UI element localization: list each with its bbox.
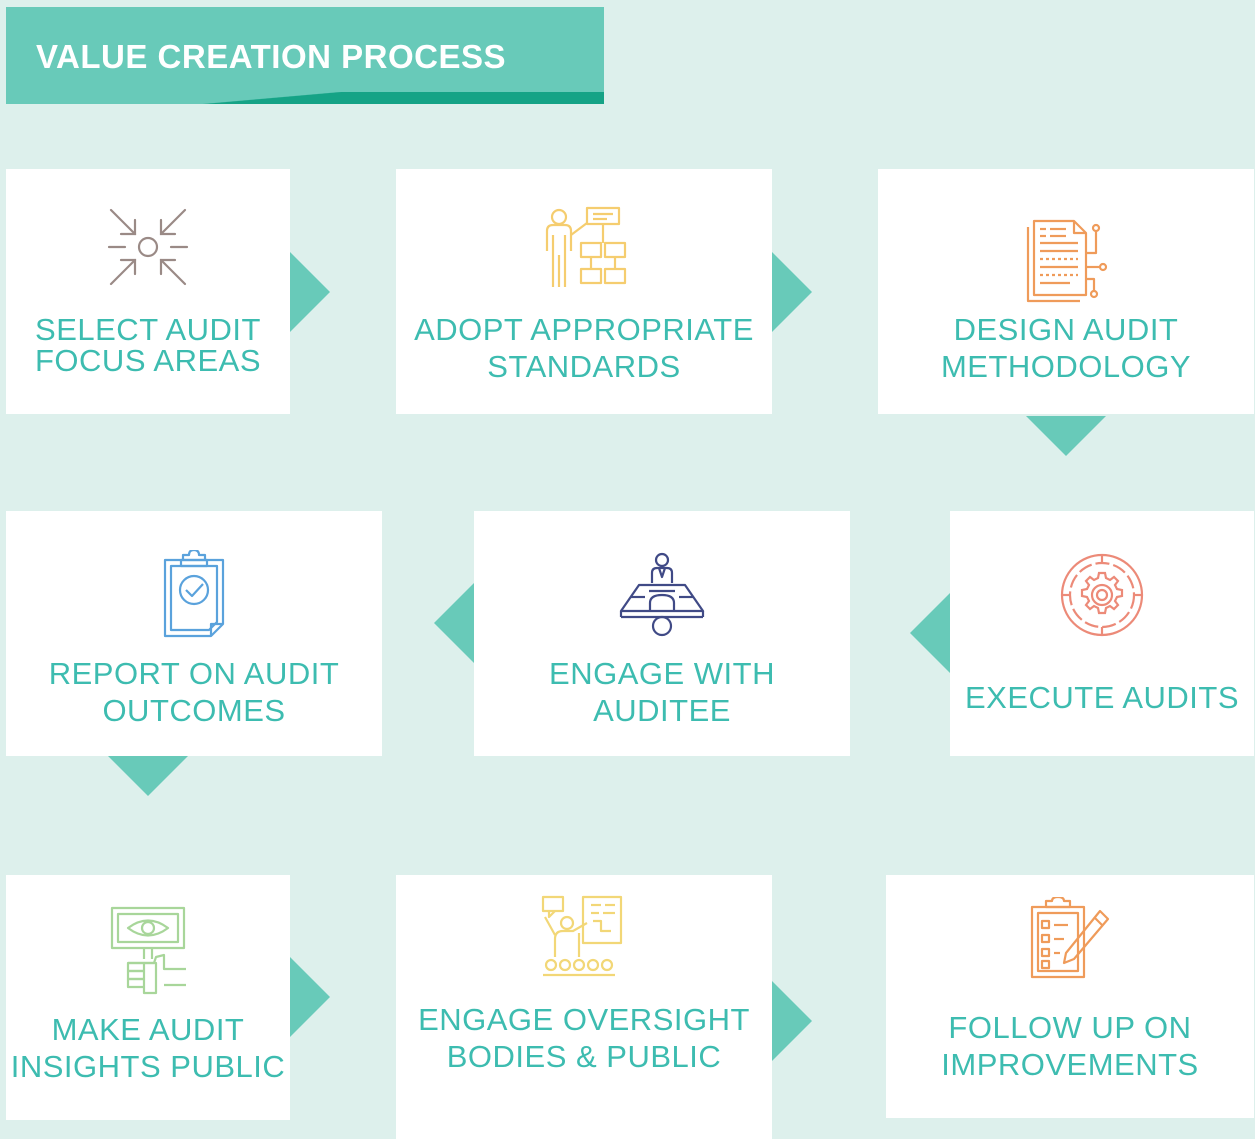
step-label-line: ADOPT APPROPRIATE bbox=[414, 312, 754, 347]
step-label: MAKE AUDIT INSIGHTS PUBLIC bbox=[6, 1011, 290, 1085]
step-label: SELECT AUDIT FOCUS AREAS bbox=[6, 311, 290, 379]
step-label: FOLLOW UP ON IMPROVEMENTS bbox=[886, 1009, 1254, 1083]
step-label-line: MAKE AUDIT bbox=[51, 1012, 245, 1047]
step-label-line: OUTCOMES bbox=[102, 693, 286, 728]
step-label-line: FOLLOW UP ON bbox=[948, 1010, 1192, 1045]
step-label-line: SELECT AUDIT bbox=[35, 312, 261, 347]
step-label-line: STANDARDS bbox=[487, 349, 681, 384]
step-label-line: AUDITEE bbox=[593, 693, 731, 728]
presenter-org-chart-icon bbox=[541, 205, 627, 291]
step-label-line: ENGAGE WITH bbox=[549, 656, 775, 691]
arrow-down-icon bbox=[108, 756, 188, 796]
step-card-adopt-appropriate-standards: ADOPT APPROPRIATE STANDARDS bbox=[396, 169, 772, 414]
step-label-line: REPORT ON AUDIT bbox=[48, 656, 340, 691]
hand-eye-sign-icon bbox=[108, 905, 188, 997]
step-label: EXECUTE AUDITS bbox=[950, 679, 1254, 716]
step-label-line: FOCUS AREAS bbox=[35, 343, 261, 378]
arrow-right-icon bbox=[290, 957, 330, 1037]
step-label-line: IMPROVEMENTS bbox=[941, 1047, 1199, 1082]
page-title: VALUE CREATION PROCESS bbox=[36, 38, 506, 75]
step-card-make-audit-insights-public: MAKE AUDIT INSIGHTS PUBLIC bbox=[6, 875, 290, 1120]
step-label: REPORT ON AUDIT OUTCOMES bbox=[6, 655, 382, 729]
step-card-engage-oversight-bodies: ENGAGE OVERSIGHT BODIES & PUBLIC bbox=[396, 875, 772, 1139]
step-card-report-on-audit-outcomes: REPORT ON AUDIT OUTCOMES bbox=[6, 511, 382, 756]
step-card-execute-audits: EXECUTE AUDITS bbox=[950, 511, 1254, 756]
clipboard-check-icon bbox=[161, 550, 227, 638]
arrow-right-icon bbox=[772, 252, 812, 332]
step-label: ENGAGE WITH AUDITEE bbox=[474, 655, 850, 729]
step-label-line: EXECUTE AUDITS bbox=[965, 680, 1239, 715]
step-label-line: METHODOLOGY bbox=[940, 349, 1192, 384]
step-label: ENGAGE OVERSIGHT BODIES & PUBLIC bbox=[396, 1001, 772, 1075]
meeting-table-icon bbox=[619, 551, 705, 637]
step-label-line: INSIGHTS PUBLIC bbox=[10, 1049, 286, 1084]
presenter-audience-icon bbox=[541, 895, 627, 977]
focus-arrows-icon bbox=[105, 204, 191, 290]
arrow-down-icon bbox=[1026, 416, 1106, 456]
title-banner bbox=[6, 7, 604, 101]
step-card-design-audit-methodology: DESIGN AUDIT METHODOLOGY bbox=[878, 169, 1254, 414]
step-label: DESIGN AUDIT METHODOLOGY bbox=[878, 311, 1254, 385]
step-label-line: BODIES & PUBLIC bbox=[446, 1039, 722, 1074]
step-label-line: DESIGN AUDIT bbox=[953, 312, 1179, 347]
step-card-engage-with-auditee: ENGAGE WITH AUDITEE bbox=[474, 511, 850, 756]
arrow-left-icon bbox=[910, 593, 950, 673]
document-circuit-icon bbox=[1024, 219, 1108, 303]
arrow-right-icon bbox=[290, 252, 330, 332]
gear-target-icon bbox=[1059, 552, 1145, 638]
step-label-line: ENGAGE OVERSIGHT bbox=[418, 1002, 750, 1037]
step-label: ADOPT APPROPRIATE STANDARDS bbox=[396, 311, 772, 385]
title-banner-underline bbox=[6, 92, 604, 104]
step-card-select-audit-focus-areas: SELECT AUDIT FOCUS AREAS bbox=[6, 169, 290, 414]
arrow-left-icon bbox=[434, 583, 474, 663]
checklist-pencil-icon bbox=[1030, 897, 1110, 979]
arrow-right-icon bbox=[772, 981, 812, 1061]
step-card-follow-up-on-improvements: FOLLOW UP ON IMPROVEMENTS bbox=[886, 875, 1254, 1118]
